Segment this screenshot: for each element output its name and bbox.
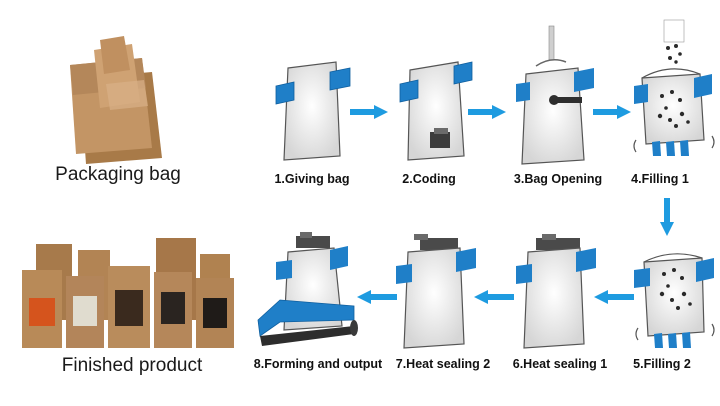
step7-label: 7.Heat sealing 2 <box>395 357 491 371</box>
step5-label: 5.Filling 2 <box>633 357 691 371</box>
arrow-step6-to-7 <box>474 290 514 304</box>
step4-filling-illustration <box>633 19 715 156</box>
arrow-step7-to-8 <box>357 290 397 304</box>
arrow-step3-to-4 <box>593 105 631 119</box>
finished-product-image <box>22 238 234 348</box>
step6-heat-sealing-illustration <box>516 234 596 349</box>
step4-label: 4.Filling 1 <box>631 172 689 186</box>
step2-label: 2.Coding <box>402 172 456 186</box>
step3-bag-opening-illustration <box>516 25 594 165</box>
step3-label: 3.Bag Opening <box>513 172 603 186</box>
step1-giving-bag-illustration <box>275 61 351 161</box>
arrow-step1-to-2 <box>350 105 388 119</box>
step8-label: 8.Forming and output <box>253 357 383 371</box>
step1-label: 1.Giving bag <box>274 172 350 186</box>
step5-filling-illustration <box>634 253 715 348</box>
arrow-step5-to-6 <box>594 290 634 304</box>
packaging-bag-image <box>70 36 162 164</box>
packaging-bag-label: Packaging bag <box>55 164 181 185</box>
step2-coding-illustration <box>399 61 473 161</box>
finished-product-label: Finished product <box>61 355 203 376</box>
step8-forming-output-illustration <box>257 232 358 346</box>
arrow-step2-to-3 <box>468 105 506 119</box>
step7-heat-sealing-illustration <box>396 234 476 349</box>
arrow-step4-to-5 <box>660 198 674 236</box>
step6-label: 6.Heat sealing 1 <box>512 357 608 371</box>
